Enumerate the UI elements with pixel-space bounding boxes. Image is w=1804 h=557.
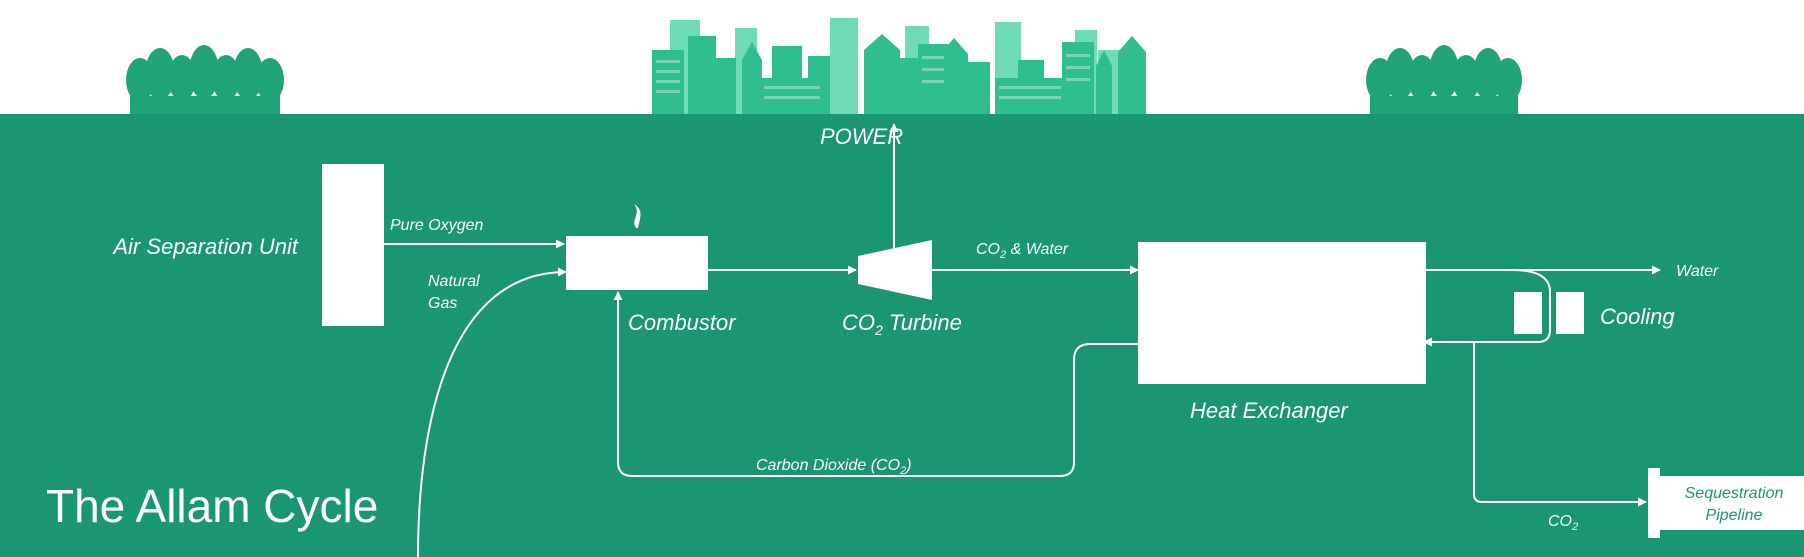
diagram-title: The Allam Cycle — [46, 480, 378, 532]
ground-panel — [0, 114, 1804, 557]
pure-oxygen-label: Pure Oxygen — [390, 217, 483, 234]
carbon-dioxide-label: Carbon Dioxide (CO2) — [756, 457, 912, 477]
city-skyline-icon — [652, 18, 1146, 114]
power-label: POWER — [820, 124, 903, 149]
natural-gas-label-line2: Gas — [428, 295, 457, 312]
sequestration-pipeline-icon — [1648, 468, 1804, 538]
air-separation-unit-box — [322, 164, 384, 326]
water-label: Water — [1676, 263, 1719, 280]
heat-exchanger-box — [1138, 242, 1426, 384]
cooling-unit-left — [1514, 292, 1542, 334]
co2-water-label: CO2 & Water — [976, 241, 1069, 261]
air-separation-unit-label: Air Separation Unit — [111, 234, 299, 259]
combustor-box — [566, 236, 708, 290]
tree-cluster-icon — [126, 45, 284, 114]
turbine-icon — [858, 240, 932, 300]
co2-out-label: CO2 — [1548, 513, 1578, 533]
cooling-unit-right — [1556, 292, 1584, 334]
co2-recycle-line — [613, 291, 1138, 477]
sequestration-line — [1472, 341, 1647, 507]
sequestration-label-line2: Pipeline — [1706, 507, 1763, 524]
cooling-loop-line — [1423, 269, 1551, 347]
co2-turbine-label: CO2 Turbine — [842, 310, 962, 338]
heat-exchanger-label: Heat Exchanger — [1190, 398, 1349, 423]
tree-cluster-icon — [1366, 45, 1522, 114]
natural-gas-label-line1: Natural — [428, 273, 480, 290]
sequestration-label-line1: Sequestration — [1685, 485, 1784, 502]
flame-icon — [634, 204, 641, 228]
combustor-label: Combustor — [628, 310, 737, 335]
cooling-label: Cooling — [1600, 304, 1675, 329]
natural-gas-line — [417, 267, 567, 557]
